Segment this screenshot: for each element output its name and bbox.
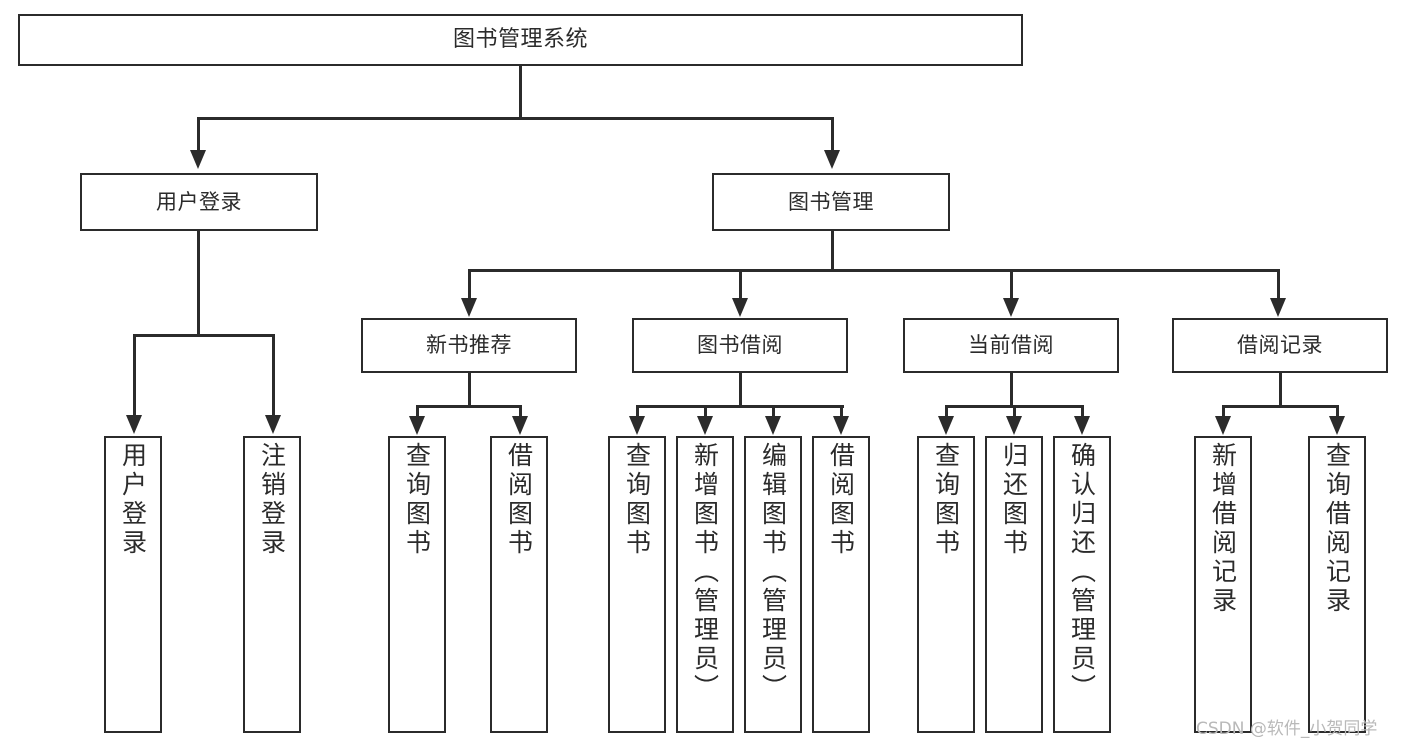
arrowhead-book-mgmt-child-1 [461,298,477,317]
connector-book-mgmt-child-1 [468,269,471,300]
arrowhead-book-mgmt-child-4 [1270,298,1286,317]
connector-root-bar [197,117,834,120]
connector-user-login-child-1 [133,334,136,415]
leaf-current-return-book[interactable]: 归还图书 [985,436,1043,733]
leaf-current-search-book[interactable]: 查询图书 [917,436,975,733]
arrowhead-borrow-record-child-2 [1329,416,1345,435]
connector-to-book-mgmt [831,117,834,150]
connector-user-login-bar [133,334,275,337]
connector-book-borrow-child-3 [772,405,775,417]
leaf-borrow-edit-book-admin[interactable]: 编辑图书（管理员） [744,436,802,733]
node-label: 用户登录 [156,189,242,214]
node-label: 用户登录 [118,442,148,558]
connector-book-mgmt-stem [831,231,834,272]
node-label: 归还图书 [999,442,1029,558]
node-label: 新增图书（管理员） [690,442,720,703]
node-book-management[interactable]: 图书管理 [712,173,950,231]
connector-root-stem [519,66,522,118]
connector-current-borrow-child-3 [1081,405,1084,417]
node-label: 查询图书 [402,442,432,558]
arrowhead-new-book-child-1 [409,416,425,435]
node-label: 新增借阅记录 [1208,442,1238,616]
connector-to-user-login [197,117,200,150]
connector-user-login-child-2 [272,334,275,415]
leaf-newbook-borrow-book[interactable]: 借阅图书 [490,436,548,733]
arrowhead-book-mgmt-child-2 [732,298,748,317]
arrowhead-book-borrow-child-3 [765,416,781,435]
leaf-record-search-record[interactable]: 查询借阅记录 [1308,436,1366,733]
connector-new-book-bar [416,405,522,408]
leaf-user-login[interactable]: 用户登录 [104,436,162,733]
connector-book-borrow-child-1 [636,405,639,417]
connector-book-borrow-child-2 [704,405,707,417]
arrowhead-book-borrow-child-4 [833,416,849,435]
connector-book-borrow-bar [636,405,844,408]
arrowhead-borrow-record-child-1 [1215,416,1231,435]
arrowhead-user-login-child-1 [126,415,142,434]
arrowhead-current-borrow-child-2 [1006,416,1022,435]
leaf-current-confirm-return-admin[interactable]: 确认归还（管理员） [1053,436,1111,733]
connector-book-mgmt-child-3 [1010,269,1013,300]
connector-new-book-child-2 [519,405,522,417]
arrowhead-user-login-child-2 [265,415,281,434]
arrowhead-current-borrow-child-1 [938,416,954,435]
node-label: 查询图书 [622,442,652,558]
arrowhead-new-book-child-2 [512,416,528,435]
node-book-borrow[interactable]: 图书借阅 [632,318,848,373]
node-label: 查询图书 [931,442,961,558]
leaf-borrow-add-book-admin[interactable]: 新增图书（管理员） [676,436,734,733]
node-new-book-recommend[interactable]: 新书推荐 [361,318,577,373]
leaf-record-add-record[interactable]: 新增借阅记录 [1194,436,1252,733]
node-current-borrow[interactable]: 当前借阅 [903,318,1119,373]
connector-book-borrow-child-4 [840,405,843,417]
arrowhead-book-borrow-child-1 [629,416,645,435]
connector-new-book-child-1 [416,405,419,417]
connector-user-login-stem [197,231,200,336]
node-label: 图书管理 [788,189,874,214]
node-user-login[interactable]: 用户登录 [80,173,318,231]
connector-borrow-record-stem [1279,373,1282,407]
node-borrow-record[interactable]: 借阅记录 [1172,318,1388,373]
connector-current-borrow-child-2 [1013,405,1016,417]
arrowhead-to-book-mgmt [824,150,840,169]
leaf-newbook-search-book[interactable]: 查询图书 [388,436,446,733]
leaf-logout[interactable]: 注销登录 [243,436,301,733]
node-label: 图书管理系统 [452,27,588,53]
leaf-borrow-search-book[interactable]: 查询图书 [608,436,666,733]
node-label: 借阅记录 [1237,333,1323,358]
node-label: 编辑图书（管理员） [758,442,788,703]
connector-book-borrow-stem [739,373,742,407]
connector-borrow-record-bar [1222,405,1339,408]
node-label: 确认归还（管理员） [1067,442,1097,703]
node-root-system[interactable]: 图书管理系统 [18,14,1023,66]
arrowhead-to-user-login [190,150,206,169]
connector-book-mgmt-child-4 [1277,269,1280,300]
connector-new-book-stem [468,373,471,407]
arrowhead-book-borrow-child-2 [697,416,713,435]
node-label: 当前借阅 [968,333,1054,358]
connector-borrow-record-child-1 [1222,405,1225,417]
connector-current-borrow-stem [1010,373,1013,407]
node-label: 新书推荐 [426,333,512,358]
node-label: 注销登录 [257,442,287,558]
node-label: 借阅图书 [826,442,856,558]
arrowhead-book-mgmt-child-3 [1003,298,1019,317]
node-label: 借阅图书 [504,442,534,558]
arrowhead-current-borrow-child-3 [1074,416,1090,435]
connector-borrow-record-child-2 [1336,405,1339,417]
node-label: 图书借阅 [697,333,783,358]
csdn-watermark: CSDN @软件_小贺同学 [1196,719,1378,739]
connector-book-mgmt-bar [468,269,1280,272]
connector-book-mgmt-child-2 [739,269,742,300]
leaf-borrow-borrow-book[interactable]: 借阅图书 [812,436,870,733]
node-label: 查询借阅记录 [1322,442,1352,616]
connector-current-borrow-child-1 [945,405,948,417]
